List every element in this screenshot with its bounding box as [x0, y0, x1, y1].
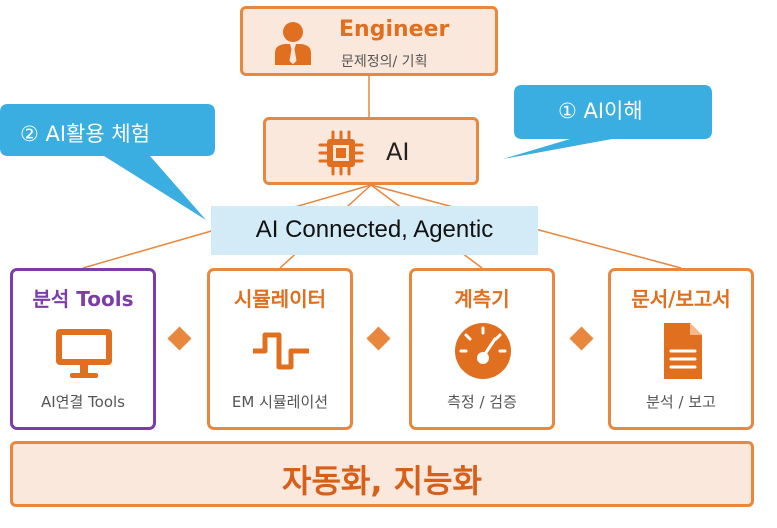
card-instrument: 계측기 측정 / 검증	[409, 268, 555, 430]
card-subtitle: 측정 / 검증	[447, 393, 517, 411]
automation-bar: 자동화, 지능화	[10, 441, 754, 507]
automation-text: 자동화, 지능화	[282, 462, 482, 500]
card-title: 시뮬레이터	[234, 287, 326, 311]
card-title: 계측기	[454, 287, 510, 311]
card-analysis-tools: 분석 Tools AI연결 Tools	[10, 268, 156, 430]
callout-ai-practice: ② AI활용 체험	[0, 104, 215, 224]
card-document-report: 문서/보고서 분석 / 보고	[608, 268, 754, 430]
card-title: 분석 Tools	[32, 287, 134, 311]
card-simulator: 시뮬레이터 EM 시뮬레이션	[207, 268, 353, 430]
ai-label: AI	[386, 138, 410, 166]
banner-text: AI Connected, Agentic	[255, 216, 494, 243]
person-icon	[275, 22, 311, 65]
card-subtitle: EM 시뮬레이션	[231, 393, 329, 411]
monitor-icon	[56, 329, 112, 378]
engineer-box: Engineer 문제정의/ 기획	[240, 6, 498, 76]
connected-banner: AI Connected, Agentic	[211, 206, 538, 255]
gauge-icon	[455, 323, 511, 379]
ai-box: AI	[263, 117, 479, 185]
waveform-icon	[253, 332, 309, 370]
card-subtitle: AI연결 Tools	[40, 393, 125, 411]
card-subtitle: 분석 / 보고	[646, 393, 716, 411]
card-title: 문서/보고서	[631, 287, 731, 311]
engineer-subtitle: 문제정의/ 기획	[341, 54, 428, 70]
engineer-title: Engineer	[339, 17, 450, 42]
callout-ai-understanding: ① AI이해	[500, 85, 712, 163]
document-icon	[664, 323, 702, 379]
callout-right-text: ① AI이해	[558, 99, 643, 123]
chip-icon	[318, 130, 364, 176]
callout-left-text: ② AI활용 체험	[20, 122, 151, 146]
